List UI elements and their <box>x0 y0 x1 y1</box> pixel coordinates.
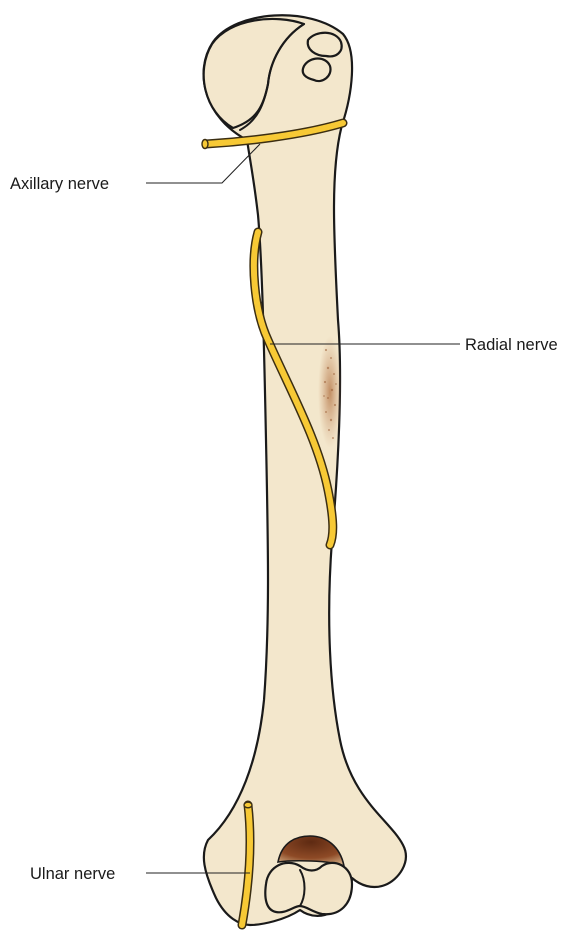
axillary-leader-line <box>146 144 260 183</box>
axillary-nerve-label: Axillary nerve <box>10 175 109 193</box>
lesser-tubercle <box>303 59 331 82</box>
humerus-outline <box>204 15 406 925</box>
greater-tubercle <box>308 33 342 57</box>
deltoid-tuberosity <box>318 336 342 448</box>
ulnar-nerve-cut-end <box>244 802 252 808</box>
radial-nerve-label: Radial nerve <box>465 336 558 354</box>
axillary-nerve-cut-end <box>202 140 208 149</box>
humerus-bone <box>204 15 406 925</box>
ulnar-nerve-label: Ulnar nerve <box>30 865 115 883</box>
trochlea <box>265 863 352 914</box>
